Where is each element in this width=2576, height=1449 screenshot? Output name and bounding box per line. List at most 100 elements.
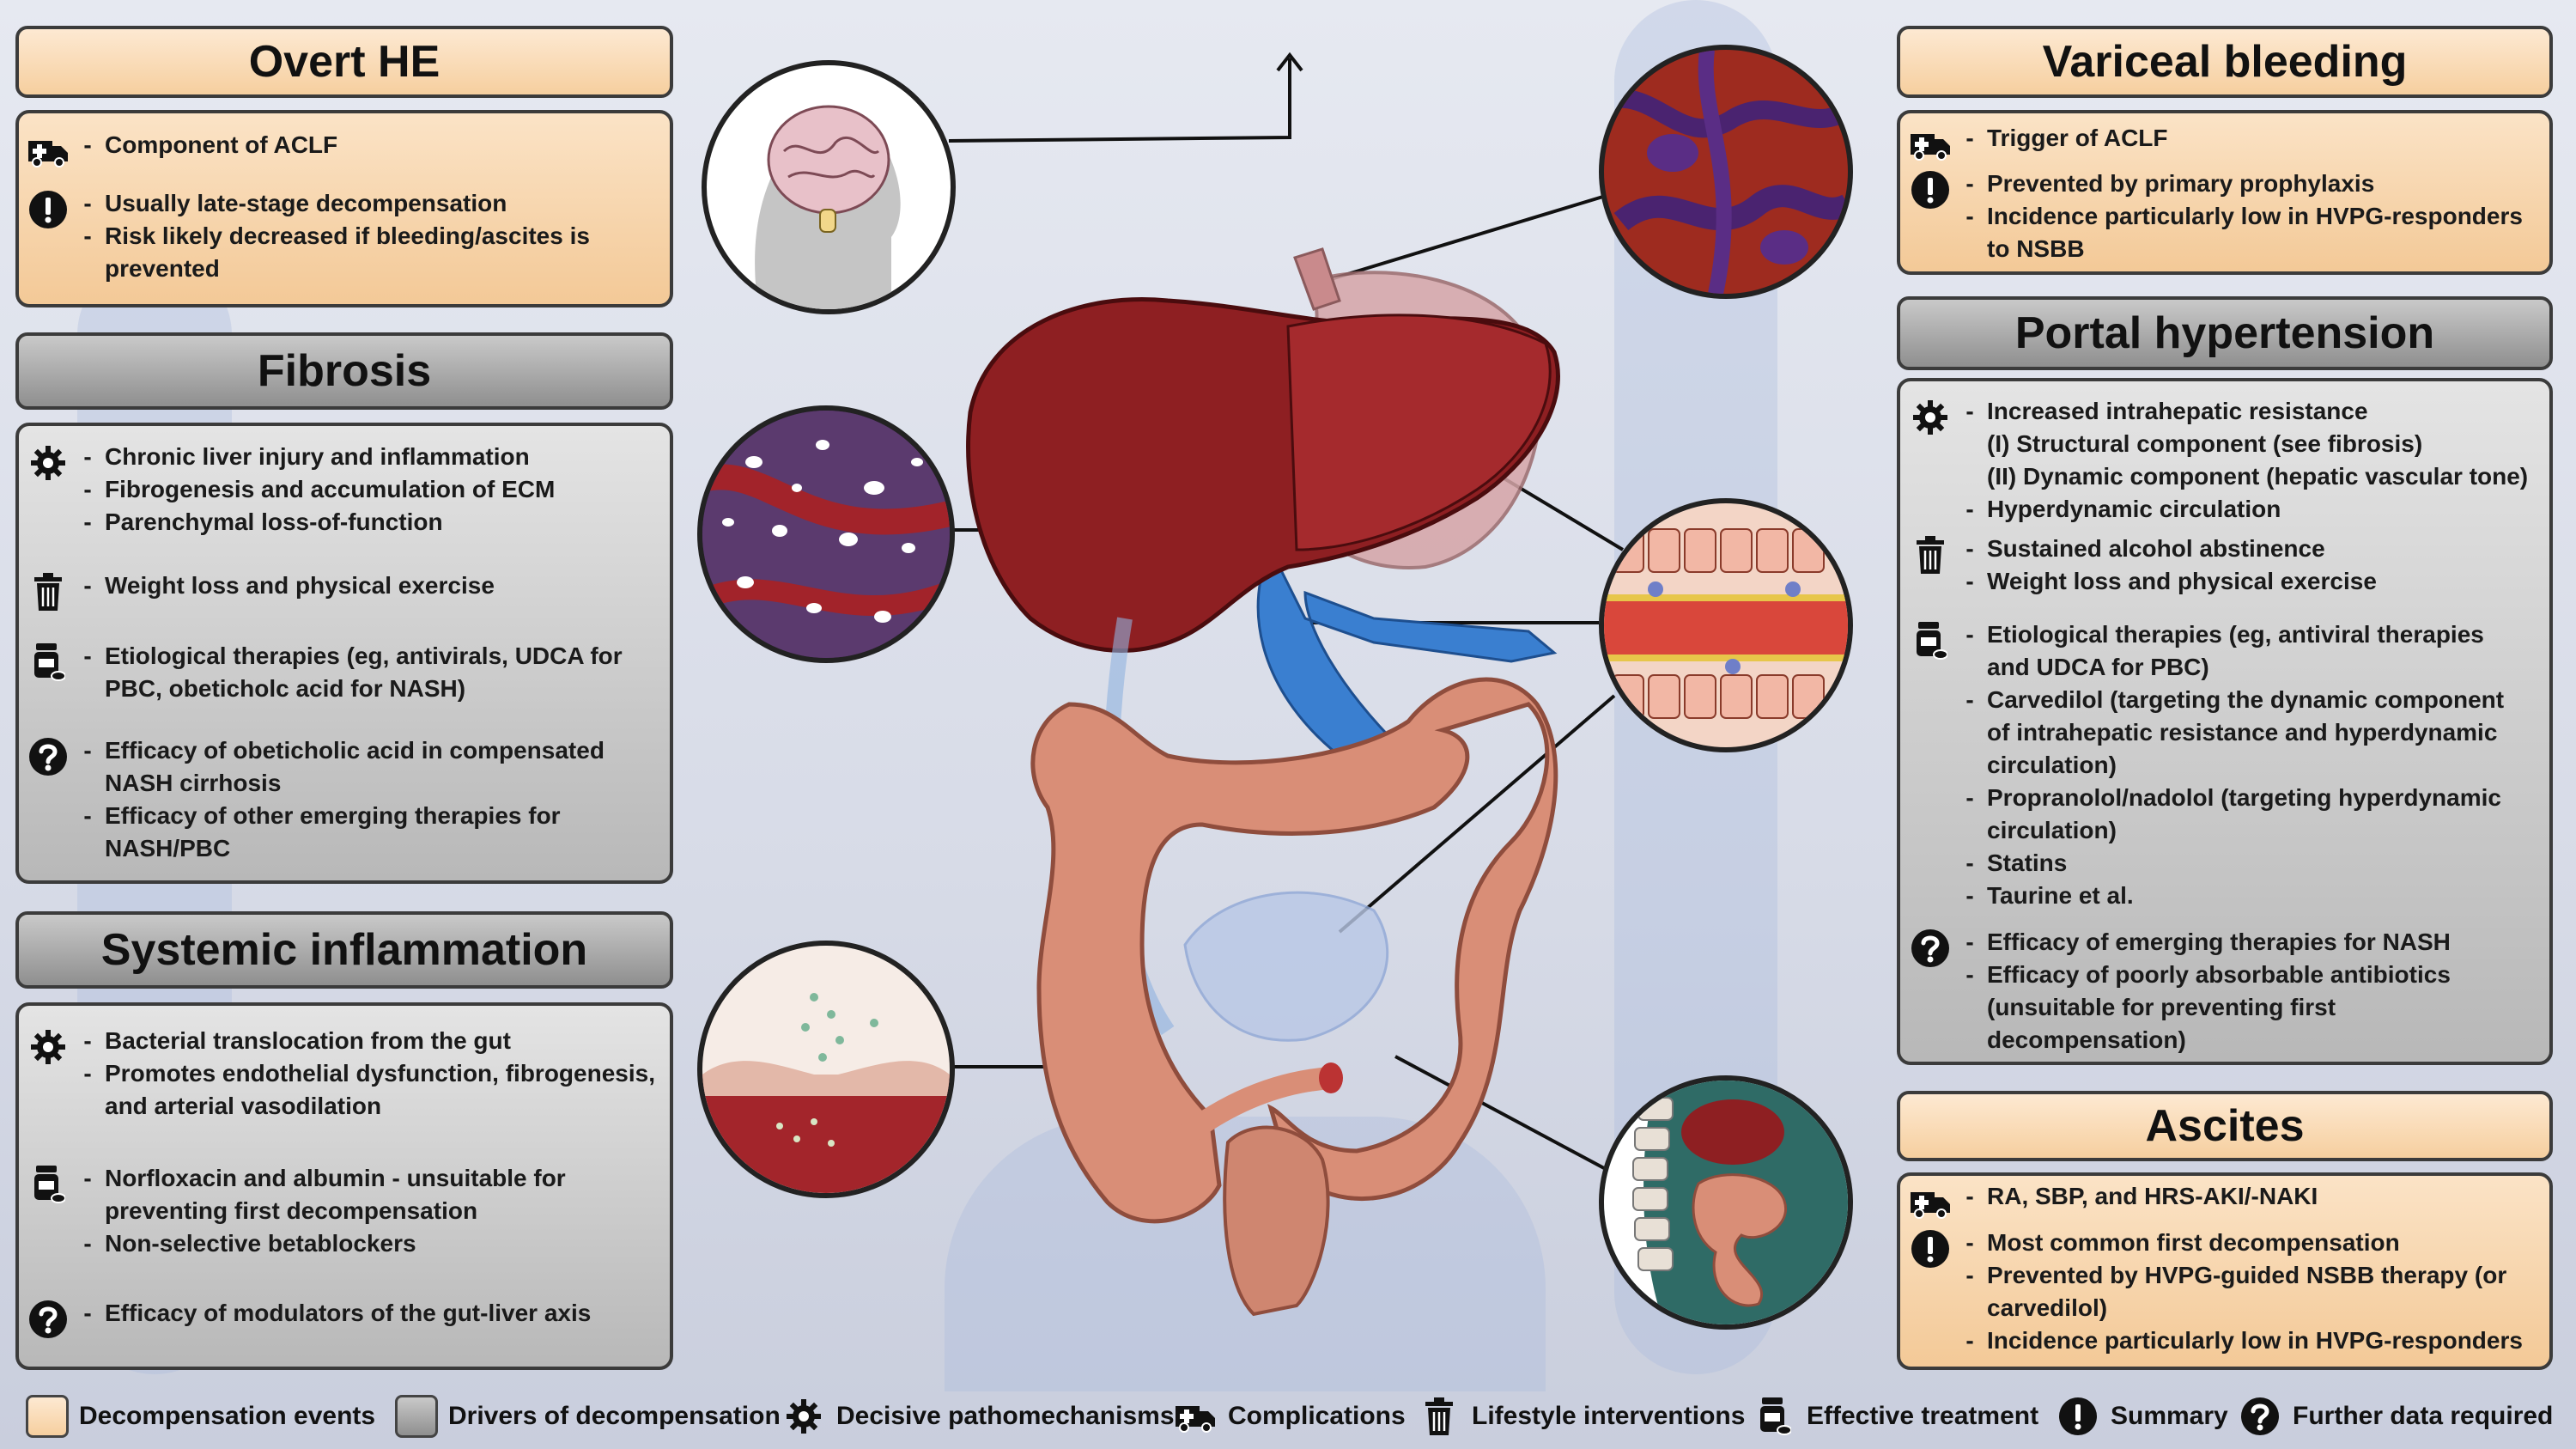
bullet-text: Bacterial translocation from the gut bbox=[105, 1027, 511, 1054]
overt-he-row: -Component of ACLF bbox=[26, 129, 337, 174]
systemic-inflammation-row: -Efficacy of modulators of the gut-liver… bbox=[26, 1297, 591, 1342]
bullet-text: and arterial vasodilation bbox=[105, 1093, 382, 1119]
mesentery-vessels bbox=[1183, 891, 1389, 1042]
bullet-text: NASH/PBC bbox=[105, 835, 231, 861]
bullet-dash: - bbox=[1965, 882, 1974, 909]
bullet-text: RA, SBP, and HRS-AKI/-NAKI bbox=[1987, 1183, 2318, 1209]
medication-icon bbox=[26, 1162, 70, 1207]
bullet-text: Etiological therapies (eg, antiviral the… bbox=[1987, 621, 2484, 648]
legend-label: Decompensation events bbox=[79, 1402, 376, 1430]
legend-label: Complications bbox=[1228, 1402, 1406, 1430]
small-intestine-end bbox=[1319, 1062, 1343, 1093]
bullet-text: Prevented by primary prophylaxis bbox=[1987, 170, 2375, 197]
systemic-inflammation-body bbox=[15, 1002, 673, 1370]
bullet-dash: - bbox=[1965, 535, 1974, 562]
ascites-abdomen-drawing bbox=[1604, 1081, 1848, 1324]
bullet-dash: - bbox=[1965, 1183, 1974, 1209]
brain-inset bbox=[702, 60, 956, 314]
bullet-text: Norfloxacin and albumin - unsuitable for bbox=[105, 1165, 566, 1191]
fibrosis-tissue-drawing bbox=[702, 411, 950, 658]
bullet-text: (unsuitable for preventing first bbox=[1987, 994, 2336, 1020]
varices-drawing bbox=[1604, 50, 1848, 294]
overt-he-body bbox=[15, 110, 673, 307]
bullet-dash: - bbox=[83, 1060, 92, 1087]
bullet-text: of intrahepatic resistance and hyperdyna… bbox=[1987, 719, 2498, 746]
medication-icon bbox=[26, 640, 70, 685]
legend-label: Effective treatment bbox=[1807, 1402, 2039, 1430]
bullet-dash: - bbox=[1965, 784, 1974, 811]
bullet-dash: - bbox=[83, 642, 92, 669]
bullet-text: Fibrogenesis and accumulation of ECM bbox=[105, 476, 556, 502]
varices-connector-line bbox=[1330, 194, 1607, 281]
bullet-text: Component of ACLF bbox=[105, 131, 338, 158]
brain-head-drawing bbox=[755, 105, 901, 309]
ascites-connector-line bbox=[1394, 1055, 1605, 1170]
bullet-text: Risk likely decreased if bleeding/ascite… bbox=[105, 222, 590, 249]
bullet-dash: - bbox=[83, 737, 92, 764]
bullet-text: (II) Dynamic component (hepatic vascular… bbox=[1987, 463, 2529, 490]
bullet-dash: - bbox=[1965, 686, 1974, 713]
gear-icon bbox=[26, 1025, 70, 1069]
overt-he-title: Overt HE bbox=[15, 26, 673, 98]
exclamation-icon bbox=[2056, 1394, 2100, 1439]
bullet-text: and UDCA for PBC) bbox=[1987, 654, 2209, 680]
gear-icon bbox=[781, 1394, 826, 1439]
fibrosis-row: -Weight loss and physical exercise bbox=[26, 569, 495, 614]
portal-hypertension-row: -Increased intrahepatic resistance(I) St… bbox=[1908, 395, 2528, 526]
gear-icon bbox=[1908, 395, 1953, 440]
medication-icon bbox=[1908, 618, 1953, 663]
bullet-text: carvedilol) bbox=[1987, 1294, 2108, 1321]
bullet-text: Efficacy of emerging therapies for NASH bbox=[1987, 928, 2451, 955]
portal-hypertension-row: -Efficacy of emerging therapies for NASH… bbox=[1908, 926, 2451, 1056]
bullet-text: Propranolol/nadolol (targeting hyperdyna… bbox=[1987, 784, 2501, 811]
bullet-text: Parenchymal loss-of-function bbox=[105, 508, 443, 535]
ambulance-icon bbox=[1908, 122, 1953, 167]
legend-item-pathomechanisms: Decisive pathomechanisms bbox=[781, 1391, 1175, 1442]
portal-hypertension-body bbox=[1897, 378, 2553, 1065]
fibrosis-inset bbox=[697, 405, 955, 663]
bullet-text: circulation) bbox=[1987, 752, 2117, 778]
bullet-text: Hyperdynamic circulation bbox=[1987, 496, 2281, 522]
legend-label: Summary bbox=[2111, 1402, 2228, 1430]
bullet-text: Etiological therapies (eg, antivirals, U… bbox=[105, 642, 623, 669]
gut-barrier-drawing bbox=[702, 993, 950, 1193]
ambulance-icon bbox=[26, 129, 70, 174]
ascites-inset bbox=[1599, 1075, 1853, 1330]
systemic-inflammation-title: Systemic inflammation bbox=[15, 911, 673, 989]
bullet-text: Sustained alcohol abstinence bbox=[1987, 535, 2325, 562]
bullet-dash: - bbox=[83, 131, 92, 158]
bullet-dash: - bbox=[1965, 961, 1974, 988]
bullet-dash: - bbox=[1965, 170, 1974, 197]
sinusoid-inset bbox=[1599, 498, 1853, 752]
bullet-dash: - bbox=[1965, 568, 1974, 594]
medication-icon bbox=[1752, 1394, 1796, 1439]
variceal-bleeding-body bbox=[1897, 110, 2553, 275]
bullet-dash: - bbox=[1965, 203, 1974, 229]
bullet-dash: - bbox=[83, 1300, 92, 1326]
variceal-bleeding-row: -Prevented by primary prophylaxis-Incide… bbox=[1908, 167, 2523, 265]
bullet-dash: - bbox=[83, 802, 92, 829]
bullet-text: PBC, obeticholc acid for NASH) bbox=[105, 675, 466, 702]
bullet-dash: - bbox=[83, 476, 92, 502]
bullet-text: Efficacy of modulators of the gut-liver … bbox=[105, 1300, 592, 1326]
bullet-dash: - bbox=[83, 508, 92, 535]
legend-item-summary: Summary bbox=[2056, 1391, 2228, 1442]
bullet-dash: - bbox=[83, 1027, 92, 1054]
bullet-text: Statins bbox=[1987, 849, 2068, 876]
bullet-dash: - bbox=[83, 572, 92, 599]
small-intestine-segment bbox=[1165, 1067, 1342, 1154]
question-icon bbox=[26, 734, 70, 779]
legend-item-complications: Complications bbox=[1173, 1391, 1406, 1442]
legend-item-lifestyle: Lifestyle interventions bbox=[1417, 1391, 1745, 1442]
exclamation-icon bbox=[26, 187, 70, 232]
bullet-dash: - bbox=[1965, 849, 1974, 876]
liver-right-lobe bbox=[1286, 314, 1552, 551]
ambulance-icon bbox=[1908, 1180, 1953, 1225]
bullet-text: Weight loss and physical exercise bbox=[105, 572, 495, 599]
trash-icon bbox=[1417, 1394, 1461, 1439]
fibrosis-body bbox=[15, 423, 673, 884]
bullet-text: prevented bbox=[105, 255, 220, 282]
bullet-text: Incidence particularly low in HVPG-respo… bbox=[1987, 203, 2523, 229]
bullet-text: Promotes endothelial dysfunction, fibrog… bbox=[105, 1060, 655, 1087]
